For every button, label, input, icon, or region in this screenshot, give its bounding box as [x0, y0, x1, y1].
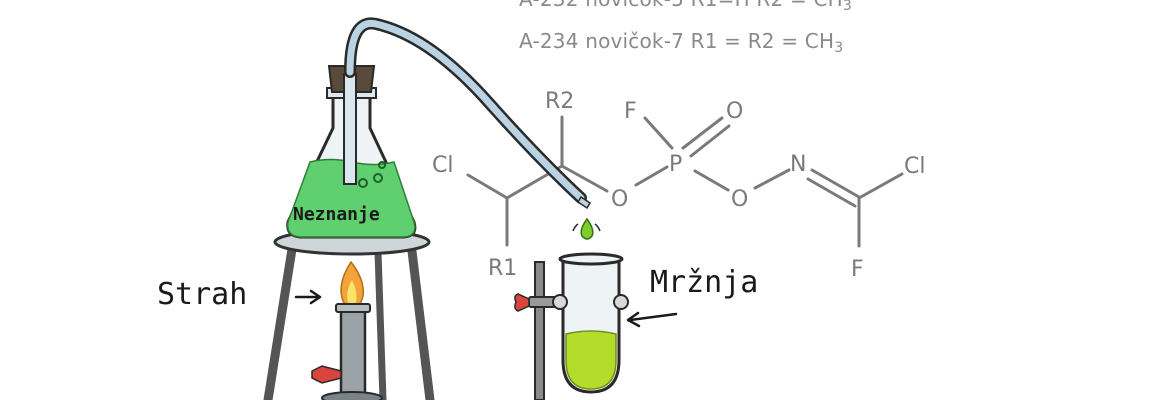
formula-line-a232: A-232 novičok-5 R1=H R2 = CH3 [519, 0, 852, 14]
bond-p-f [643, 116, 674, 150]
label-neznanje: Neznanje [293, 204, 380, 225]
clamp-screw [514, 293, 530, 312]
bubble [358, 178, 368, 188]
test-tube-rim [558, 252, 624, 266]
tube-tip [576, 195, 592, 210]
bond-n-c-double-1 [810, 168, 861, 199]
stand-rod [534, 261, 545, 400]
drip [572, 195, 601, 240]
clamp-jaw-left [552, 294, 568, 310]
label-mrznja: Mržnja [650, 265, 758, 300]
atom-cl-right: Cl [904, 154, 925, 179]
arrow-mrznja-line [628, 312, 678, 322]
burner-base [321, 391, 383, 400]
test-tube-liquid [565, 330, 617, 390]
stand-leg-left [263, 238, 298, 400]
bond-c-cl [857, 172, 904, 200]
tubing-fill [346, 19, 585, 202]
gas-valve [311, 365, 342, 384]
atom-n: N [790, 152, 806, 177]
bond-p-o2 [693, 169, 730, 192]
bond-p-o-double-2 [689, 124, 731, 158]
bond-p-o-double-1 [681, 116, 724, 150]
bond-n-c-double-2 [806, 177, 857, 208]
structure-atoms: Cl R2 R1 O P F O O N Cl F [432, 89, 925, 282]
atom-r2: R2 [545, 89, 574, 114]
drop-motion-mark [572, 223, 579, 232]
atom-o-right: O [731, 187, 748, 212]
chemical-structure [466, 115, 904, 248]
bond-o-p [634, 165, 669, 187]
flask-liquid [287, 158, 416, 238]
clamp-jaw-right [613, 294, 629, 310]
bond-cl-c1 [466, 173, 509, 200]
burner-top-collar [335, 303, 371, 313]
bubble [373, 173, 383, 183]
tubing [344, 17, 587, 204]
arrow-mrznja-head [626, 311, 641, 328]
annotations: Strah Mržnja [157, 265, 758, 328]
formula-line-a234: A-234 novičok-7 R1 = R2 = CH3 [519, 29, 844, 56]
burner-tube [339, 306, 367, 400]
stand-leg-back [374, 248, 387, 400]
atom-p: P [669, 152, 682, 177]
arrow-strah-head [309, 289, 322, 305]
atom-o-ester: O [611, 187, 628, 212]
atom-f-bottom: F [851, 257, 864, 282]
bond-c2-o [560, 164, 609, 193]
drop-motion-mark [594, 223, 601, 232]
atom-f-top: F [624, 99, 637, 124]
atom-cl-left: Cl [432, 153, 453, 178]
label-strah: Strah [157, 277, 247, 312]
bunsen-burner [311, 260, 383, 400]
flame-inner [347, 280, 357, 305]
delivery-tube-inner [343, 73, 357, 185]
atom-o-double: O [726, 99, 743, 124]
liquid-drop [580, 217, 594, 240]
bond-o-n [753, 168, 791, 190]
test-tube-assembly [514, 252, 629, 400]
erlenmeyer-flask: Neznanje [286, 65, 417, 239]
bubble [378, 161, 386, 169]
atom-r1: R1 [488, 256, 517, 281]
stand-leg-right [406, 238, 435, 400]
